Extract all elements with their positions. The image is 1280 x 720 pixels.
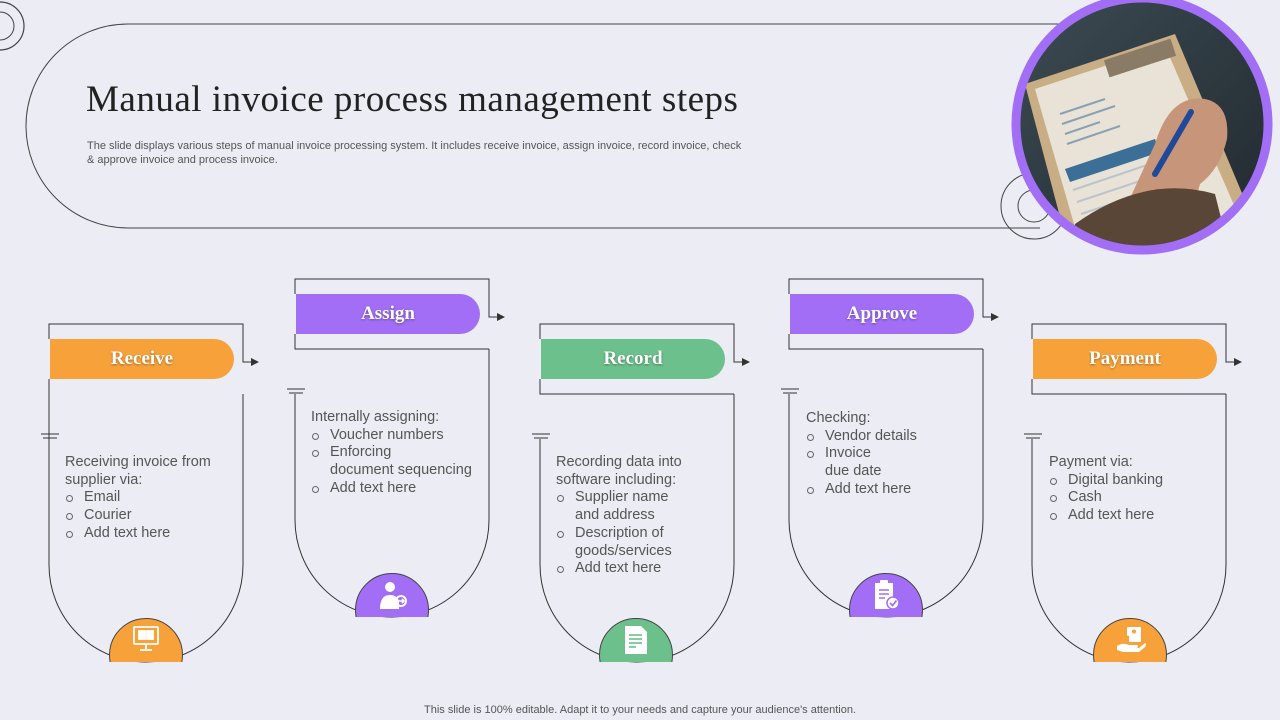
clipboard-check-icon xyxy=(849,573,923,617)
list-item: Email xyxy=(65,489,235,507)
step-record-label: Record xyxy=(541,339,725,379)
step-payment-description: Payment via: Digital banking Cash Add te… xyxy=(1049,454,1219,525)
step-intro-line: supplier via: xyxy=(65,471,143,488)
list-item: Add text here xyxy=(311,480,483,498)
list-item: Description of goods/services xyxy=(556,525,726,560)
footer-note: This slide is 100% editable. Adapt it to… xyxy=(424,704,856,716)
list-item: Add text here xyxy=(806,481,976,499)
list-item: Supplier name and address xyxy=(556,489,726,524)
person-assign-icon xyxy=(355,573,429,617)
list-item: Courier xyxy=(65,507,235,525)
step-intro-line: software including: xyxy=(556,471,677,488)
page-subtitle: The slide displays various steps of manu… xyxy=(87,140,742,166)
list-item: Cash xyxy=(1049,489,1219,507)
step-payment-label: Payment xyxy=(1033,339,1217,379)
step-intro-line: Receiving invoice from xyxy=(65,454,211,470)
computer-monitor-icon xyxy=(109,618,183,662)
step-intro-line: Checking: xyxy=(806,410,871,426)
step-assign-description: Internally assigning: Voucher numbers En… xyxy=(311,409,483,498)
list-item: Vendor details xyxy=(806,428,976,446)
step-receive-label: Receive xyxy=(50,339,234,379)
step-assign-label: Assign xyxy=(296,294,480,334)
list-item: Invoice due date xyxy=(806,445,976,480)
step-intro-line: Internally assigning: xyxy=(311,409,440,425)
list-item: Enforcing document sequencing xyxy=(311,444,483,479)
list-item: Voucher numbers xyxy=(311,427,483,445)
list-item: Digital banking xyxy=(1049,472,1219,490)
step-approve-label: Approve xyxy=(790,294,974,334)
step-record-description: Recording data into software including: … xyxy=(556,454,726,578)
invoice-clipboard-photo xyxy=(1011,0,1273,255)
step-intro-line: Payment via: xyxy=(1049,454,1133,470)
hand-cash-icon xyxy=(1093,618,1167,662)
list-item: Add text here xyxy=(65,525,235,543)
document-edit-icon xyxy=(599,618,673,662)
step-approve-description: Checking: Vendor details Invoice due dat… xyxy=(806,410,976,499)
step-receive-description: Receiving invoice from supplier via: Ema… xyxy=(65,454,235,543)
list-item: Add text here xyxy=(1049,507,1219,525)
step-intro-line: Recording data into xyxy=(556,454,682,470)
page-title: Manual invoice process management steps xyxy=(86,79,739,120)
list-item: Add text here xyxy=(556,560,726,578)
